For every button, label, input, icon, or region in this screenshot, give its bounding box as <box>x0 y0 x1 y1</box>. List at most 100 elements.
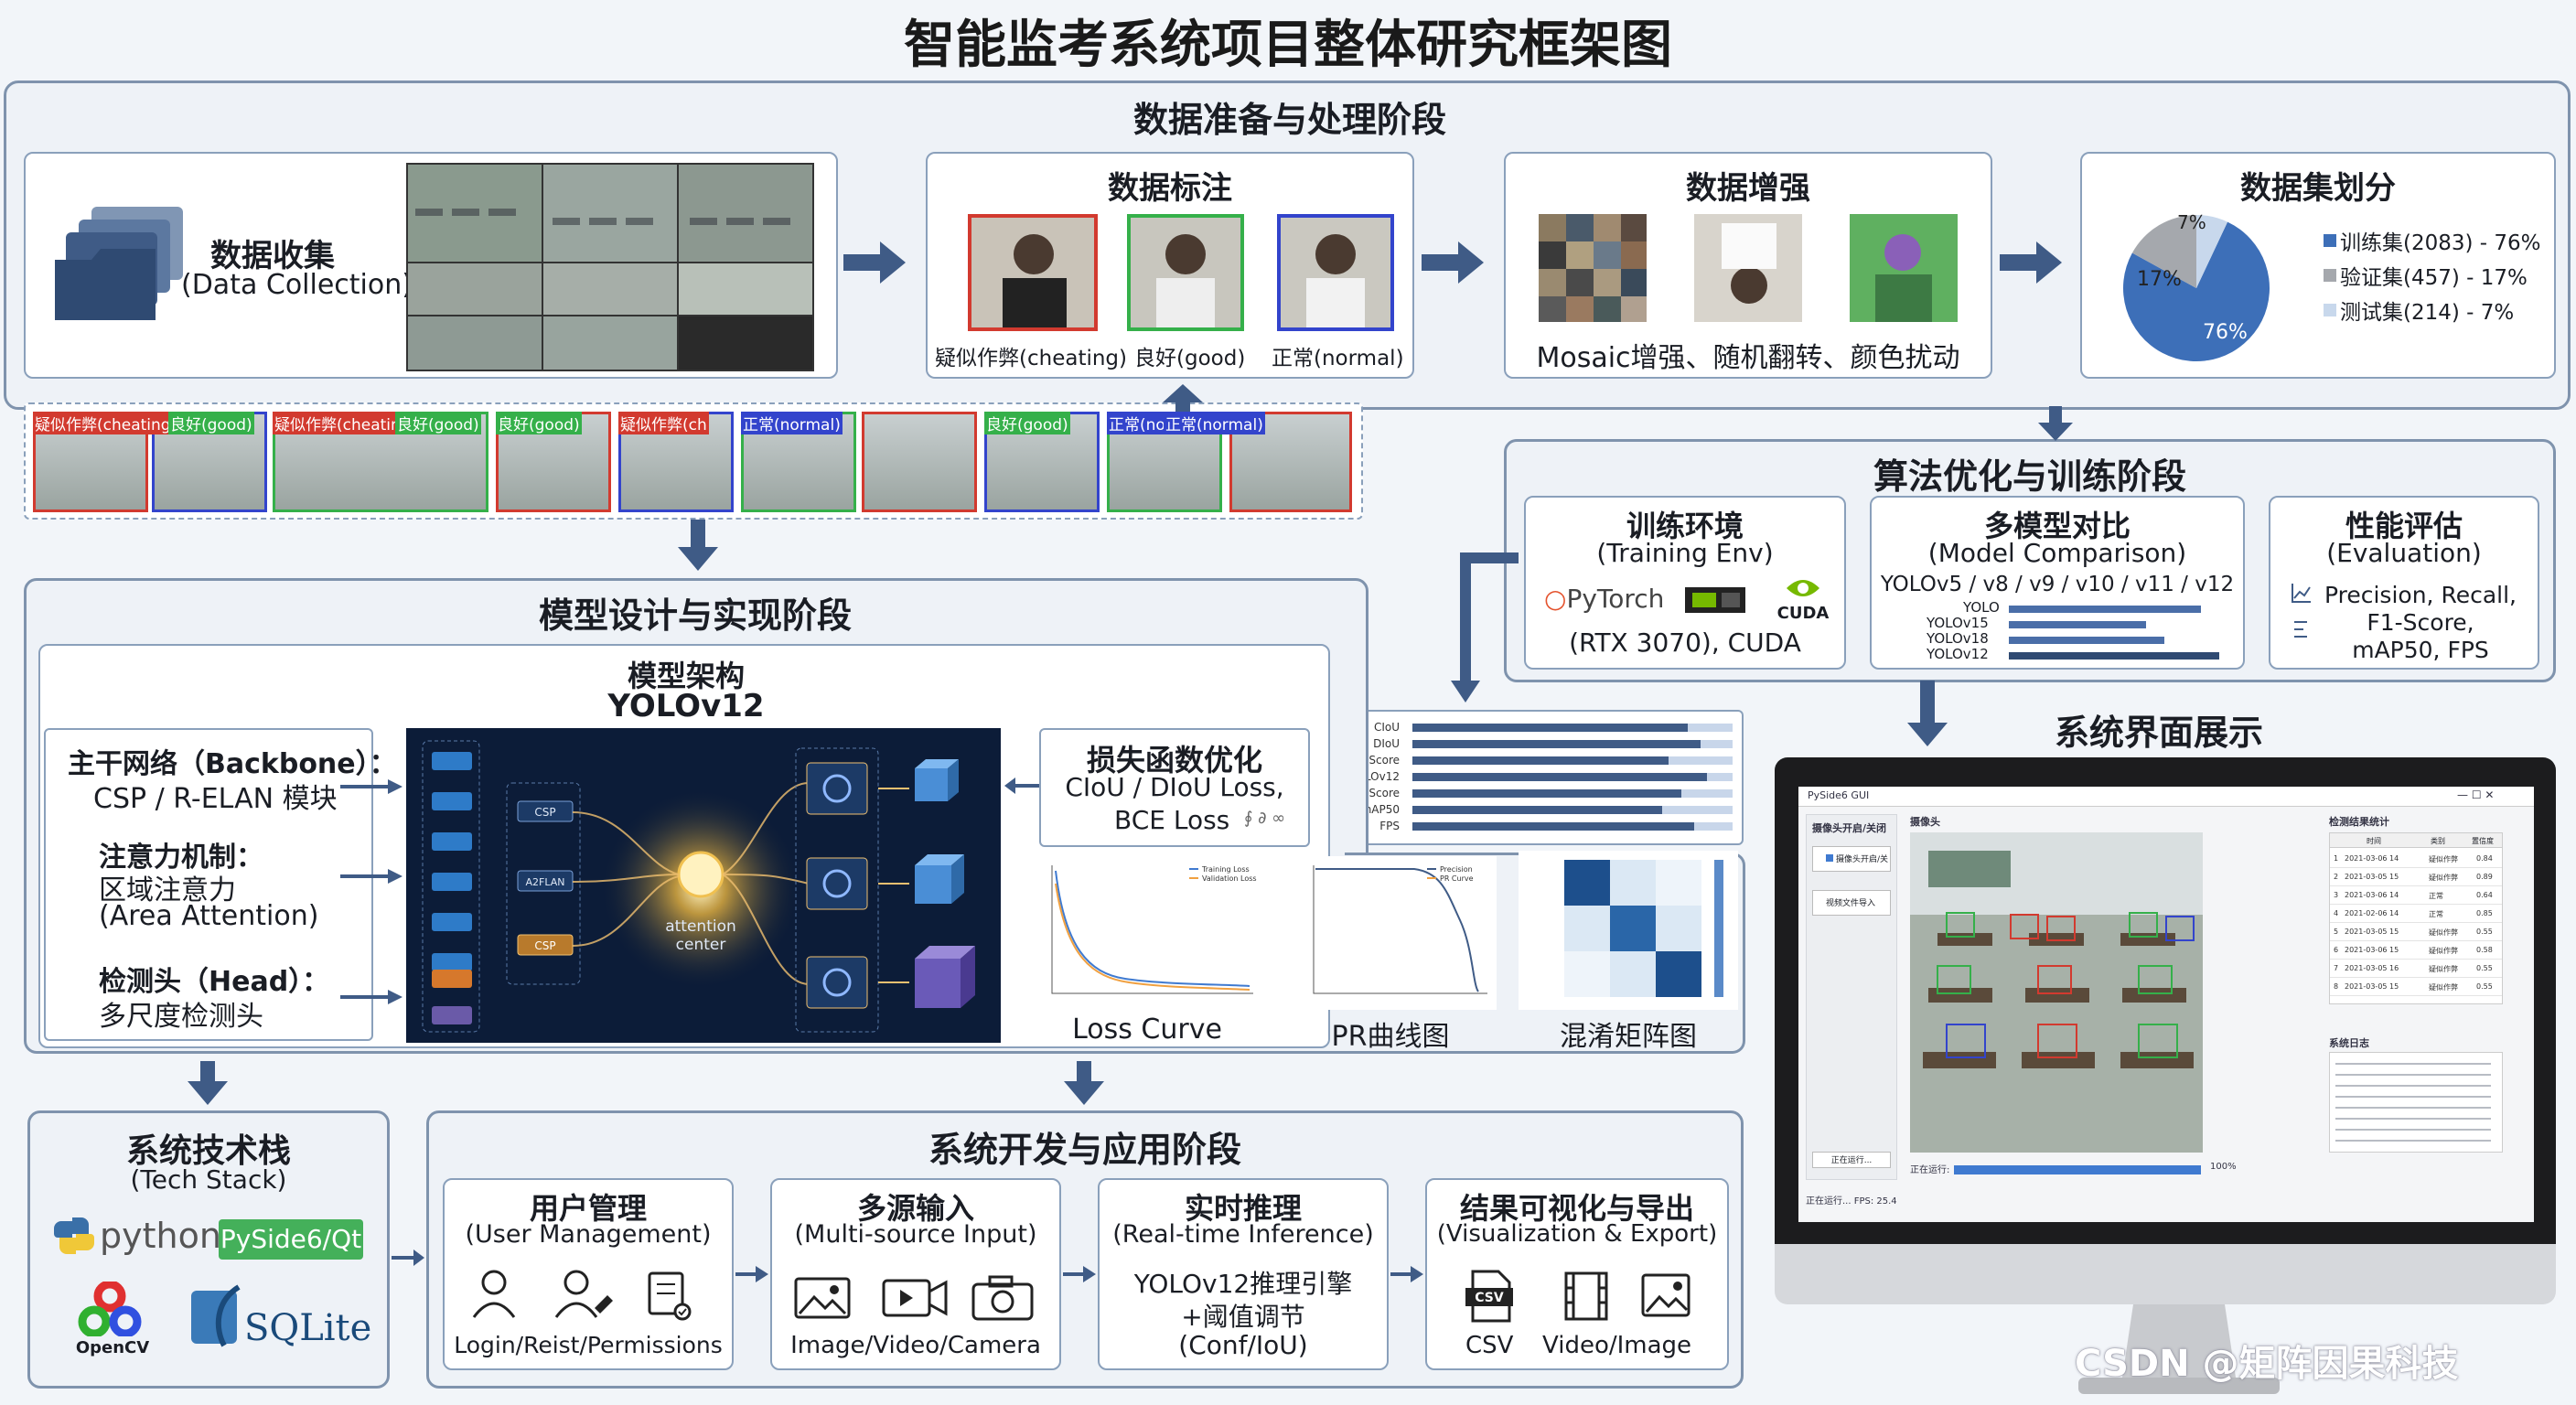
table-cell: 0.85 <box>2476 909 2493 917</box>
pytorch-flame-icon: ○ <box>1544 584 1567 614</box>
table-cell: 0.55 <box>2476 928 2493 936</box>
loss-curve-chart: Training Loss Validation Loss <box>1034 856 1261 1010</box>
color-jitter-image <box>1850 214 1958 322</box>
block-a2flan: A2FLAN <box>526 876 565 888</box>
metric-bar <box>1412 756 1733 765</box>
progress-bar <box>1954 1165 2201 1174</box>
camera-toggle-button[interactable]: 摄像头开启/关闭 <box>1812 846 1891 872</box>
table-cell: 2021-03-05 16 <box>2345 964 2399 972</box>
arrow-right-icon <box>1063 1266 1096 1282</box>
progress-fill <box>1954 1165 2201 1174</box>
strip-tag: 疑似作弊(cheating) <box>273 412 419 434</box>
list-icon <box>2294 621 2307 638</box>
mosaic-image <box>1539 214 1647 322</box>
tech-stack-title: 系统技术栈 <box>125 1132 291 1170</box>
page-title: 智能监考系统项目整体研究框架图 <box>904 16 1672 75</box>
chart-label-confusion: 混淆矩阵图 <box>1560 1021 1697 1053</box>
legend-test: 测试集(214) - 7% <box>2340 301 2515 325</box>
line-chart-icon <box>2292 584 2311 603</box>
label-cheating: 疑似作弊(cheating) <box>935 347 1127 370</box>
backbone-desc: CSP / R-ELAN 模块 <box>93 783 338 815</box>
opencv-label: OpenCV <box>75 1338 150 1357</box>
pie-label-val: 17% <box>2137 268 2182 291</box>
arrow-down-left-icon <box>1451 552 1519 702</box>
surveillance-grid-image <box>406 163 814 371</box>
inference-line-3: (Conf/IoU) <box>1178 1330 1308 1360</box>
visualization-export-card: 结果可视化与导出 (Visualization & Export) CSV CS… <box>1425 1178 1729 1370</box>
model-compare-title: 多模型对比 <box>1983 509 2131 543</box>
export-title: 结果可视化与导出 <box>1459 1191 1694 1226</box>
legend-val: 验证集(457) - 17% <box>2340 266 2528 290</box>
ui-display-title: 系统界面展示 <box>2054 713 2263 753</box>
backbone-label: 主干网络（Backbone）： <box>68 748 397 780</box>
block-csp-1: CSP <box>534 806 555 819</box>
split-pie-chart: 76% 17% 7% <box>2123 211 2270 361</box>
strip-tag: 正常(normal) <box>741 412 843 434</box>
arrow-right-icon <box>735 1266 768 1282</box>
pie-label-train: 76% <box>2203 321 2248 344</box>
chart-label-pr: PR曲线图 <box>1331 1021 1450 1053</box>
data-collection-card: 数据收集 (Data Collection) <box>24 152 838 379</box>
arrow-right-icon <box>1422 241 1484 284</box>
window-controls[interactable]: — ☐ ✕ <box>2457 788 2495 801</box>
strip-tag: 良好(good) <box>496 412 582 434</box>
attention-center-icon <box>677 851 724 898</box>
opencv-logo-icon <box>78 1282 142 1336</box>
loss-function-card: 损失函数优化 CIoU / DIoU Loss, BCE Loss ∮ ∂ ∞ <box>1039 728 1310 847</box>
annotated-samples-strip: 疑似作弊(cheating)良好(good)疑似作弊(cheating)良好(g… <box>24 402 1363 520</box>
video-icon <box>882 1279 948 1317</box>
cuda-logo: CUDA <box>1773 576 1833 626</box>
multi-input-title: 多源输入 <box>856 1191 974 1226</box>
video-import-button[interactable]: 视频文件导入 <box>1812 890 1891 916</box>
model-bar <box>2009 606 2201 613</box>
metric-bar-fill <box>1412 806 1662 814</box>
validation-loss-line <box>1055 883 1250 991</box>
dev-stage-title: 系统开发与应用阶段 <box>928 1130 1241 1170</box>
table-cell: 疑似作弊 <box>2429 947 2458 955</box>
data-collection-title: 数据收集 <box>210 238 335 274</box>
data-augmentation-title: 数据增强 <box>1686 170 1810 207</box>
arrow-right-icon <box>843 241 906 284</box>
legend-train: 训练集(2083) - 76% <box>2340 231 2541 255</box>
evaluation-card: 性能评估 (Evaluation) Precision, Recall, F1-… <box>2269 496 2539 670</box>
user-management-card: 用户管理 (User Management) Login/Reist/Permi… <box>443 1178 734 1370</box>
permission-icon <box>648 1271 692 1321</box>
progress-value: 100% <box>2210 1162 2237 1172</box>
training-loss-line <box>1055 870 1250 987</box>
table-header: 时间 类别 置信度 <box>2330 833 2502 848</box>
pytorch-label: PyTorch <box>1566 584 1665 614</box>
table-cell: 正常 <box>2429 910 2443 918</box>
table-cell: 2021-03-06 14 <box>2345 854 2399 863</box>
arrow-left-icon <box>1004 778 1039 794</box>
table-cell: 0.89 <box>2476 873 2493 881</box>
annotation-good-image <box>1127 214 1244 331</box>
loss-legend-val: Validation Loss <box>1202 874 1257 883</box>
data-annotation-card: 数据标注 疑似作弊(cheating) 良好(good) 正常(normal) <box>926 152 1414 379</box>
component-arrows <box>340 779 402 1004</box>
window-title: PySide6 GUI <box>1808 789 1870 801</box>
center-label-1: attention <box>665 917 736 936</box>
block-csp-2: CSP <box>534 939 555 952</box>
head-desc: 多尺度检测头 <box>99 1001 263 1033</box>
model-bar <box>2009 621 2146 628</box>
tech-stack-subtitle: (Tech Stack) <box>130 1164 287 1195</box>
label-good: 良好(good) <box>1134 347 1246 370</box>
model-compare-card: 多模型对比 (Model Comparison) YOLOv5 / v8 / v… <box>1870 496 2245 670</box>
table-cell: 0.84 <box>2476 854 2493 863</box>
monitor-stand <box>2078 1304 2280 1394</box>
arrow-up-icon <box>1163 384 1203 412</box>
fps-status: 正在运行... FPS: 25.4 <box>1806 1196 1897 1207</box>
folders-icon <box>55 207 183 320</box>
data-annotation-title: 数据标注 <box>1108 170 1232 207</box>
system-log[interactable] <box>2329 1052 2503 1153</box>
